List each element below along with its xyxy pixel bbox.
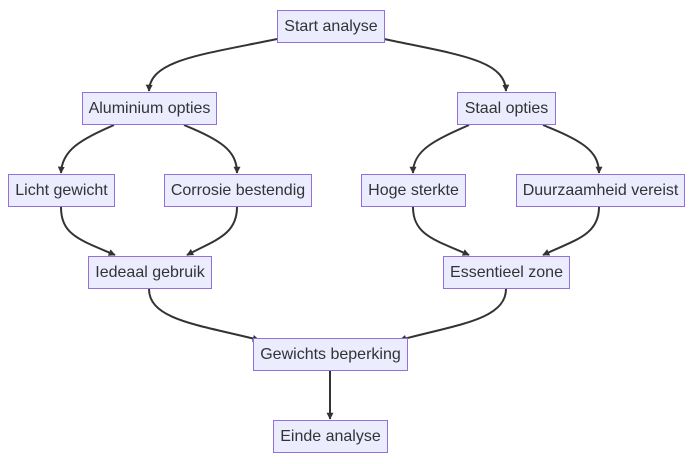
edge-start-alu — [145, 38, 278, 92]
node-essentieel-zone[interactable]: Essentieel zone — [443, 256, 570, 289]
node-start-analyse[interactable]: Start analyse — [277, 10, 385, 43]
edge-staal-duurzaam — [542, 124, 603, 174]
node-corrosie-bestendig[interactable]: Corrosie bestendig — [164, 174, 312, 207]
node-aluminium-opties[interactable]: Aluminium opties — [82, 92, 217, 125]
edge-alu-corrosie — [183, 124, 241, 174]
node-hoge-sterkte[interactable]: Hoge sterkte — [361, 174, 466, 207]
edge-essentieel-gewicht — [399, 288, 507, 342]
node-staal-opties[interactable]: Staal opties — [457, 92, 556, 125]
node-einde-analyse[interactable]: Einde analyse — [273, 420, 388, 453]
edge-licht-ideaal — [60, 206, 116, 256]
node-licht-gewicht[interactable]: Licht gewicht — [8, 174, 115, 207]
edge-staal-hoge — [409, 124, 470, 174]
edge-ideaal-gewicht — [148, 288, 260, 342]
edge-corrosie-ideaal — [186, 206, 238, 256]
node-gewichts-beperking[interactable]: Gewichts beperking — [253, 338, 408, 371]
edge-alu-licht — [57, 124, 115, 174]
edge-start-staal — [383, 38, 510, 92]
edge-hoge-essentieel — [412, 206, 470, 256]
edge-duurzaam-essentieel — [542, 206, 600, 256]
node-duurzaamheid-vereist[interactable]: Duurzaamheid vereist — [516, 174, 685, 207]
node-iedeaal-gebruik[interactable]: Iedeaal gebruik — [88, 256, 212, 289]
